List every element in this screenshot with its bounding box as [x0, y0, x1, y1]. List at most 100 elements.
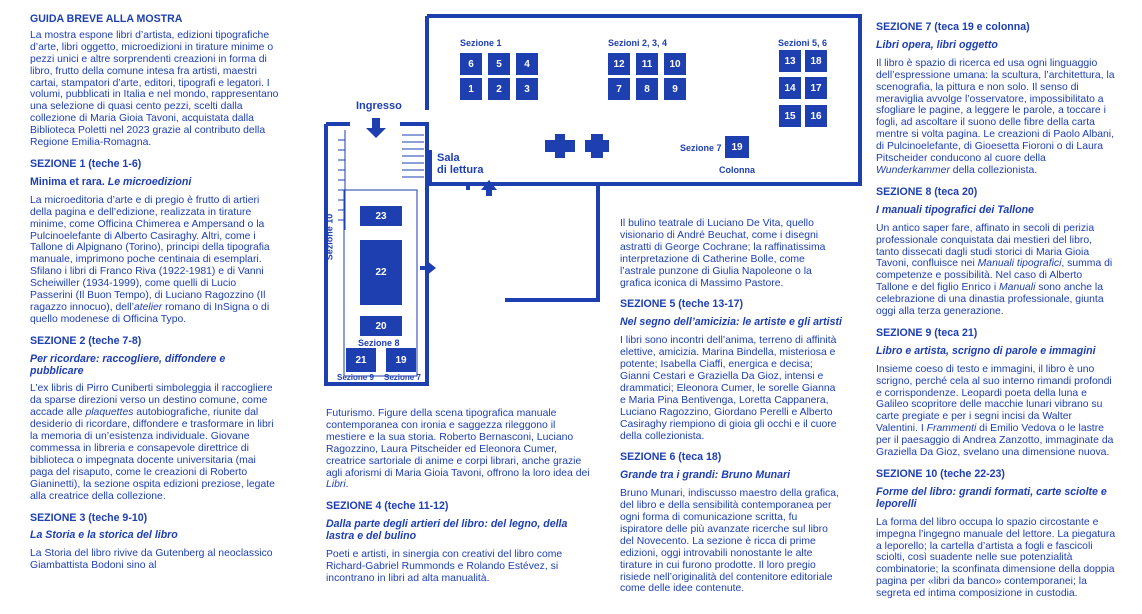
case-13: 13 — [779, 50, 801, 72]
section-7-text: Il libro è spazio di ricerca ed usa ogni… — [876, 58, 1116, 177]
section-10-text: La forma del libro occupa lo spazio circ… — [876, 516, 1116, 600]
section-2-text-a: L’ex libris di Pirro Cuniberti simbolegg… — [30, 383, 273, 419]
section-1-sub-a: Minima et rara. — [30, 175, 105, 188]
case-3: 3 — [516, 78, 538, 100]
section-9-head: SEZIONE 9 (teca 21) — [876, 326, 978, 339]
case-14: 14 — [779, 77, 801, 99]
section-10-sub: Forme del libro: grandi formati, carte s… — [876, 485, 1107, 510]
case-19: 19 — [386, 348, 416, 372]
section-1-text-a: La microeditoria d’arte e di pregio è fr… — [30, 194, 270, 313]
case-19-colonna: 19 — [725, 136, 749, 158]
map-label-sala: Sala — [437, 152, 460, 164]
section-8-text-c: sono anche la celebrazione di una dinast… — [876, 282, 1104, 318]
section-8-text: Un antico saper fare, affinato in secoli… — [876, 223, 1116, 318]
arrow-sala — [481, 180, 497, 196]
section-5-text: I libri sono incontri dell’anima, terren… — [620, 335, 837, 442]
section-6-head: SEZIONE 6 (teca 18) — [620, 451, 722, 464]
plus-shape-1 — [545, 134, 575, 158]
column-1: GUIDA BREVE ALLA MOSTRA La mostra espone… — [30, 13, 280, 578]
section-1-atelier: atelier — [133, 301, 163, 313]
column-2: Futurismo. Figure della scena tipografic… — [326, 408, 594, 591]
section-9-frammenti: Frammenti — [926, 423, 977, 435]
section-1-head: SEZIONE 1 (teche 1-6) — [30, 157, 142, 170]
section-4-text: Poeti e artisti, in sinergia con creativ… — [326, 549, 563, 584]
case-7: 7 — [608, 78, 630, 100]
case-2: 2 — [488, 78, 510, 100]
case-20: 20 — [360, 316, 402, 336]
case-9: 9 — [664, 78, 686, 100]
arrow-ingresso — [366, 118, 386, 138]
section-3-sub: La Storia e la storica del libro — [30, 529, 178, 542]
map-label-sezioni-234: Sezioni 2, 3, 4 — [608, 38, 668, 48]
section-3-text: La Storia del libro rivive da Gutenberg … — [30, 548, 273, 572]
section-9-text: Insieme coeso di testo e immagini, il li… — [876, 364, 1116, 459]
section-3: SEZIONE 3 (teche 9-10) La Storia e la st… — [30, 511, 280, 573]
section-10-head: SEZIONE 10 (teche 22-23) — [876, 468, 1005, 480]
section-7-wunderkammer: Wunderkammer — [876, 164, 950, 176]
section-3-cont-b: . — [345, 479, 349, 491]
map-label-sezione-7: Sezione 7 — [680, 143, 722, 153]
section-6-sub: Grande tra i grandi: Bruno Munari — [620, 469, 791, 482]
section-8-head: SEZIONE 8 (teca 20) — [876, 185, 978, 198]
section-9-text-b: di Emilio Vedova o le lastre per il paes… — [876, 423, 1114, 459]
column-4: SEZIONE 7 (teca 19 e colonna) Libri oper… — [876, 21, 1116, 606]
case-1: 1 — [460, 78, 482, 100]
section-7-text-a: Il libro è spazio di ricerca ed usa ogni… — [876, 57, 1115, 165]
section-2-plaquettes: plaquettes — [85, 407, 134, 419]
section-1-text: La microeditoria d’arte e di pregio è fr… — [30, 195, 280, 326]
section-7: SEZIONE 7 (teca 19 e colonna) Libri oper… — [876, 21, 1116, 177]
section-7-text-b: della collezionista. — [949, 164, 1038, 176]
section-9-text-a: Insieme coeso di testo e immagini, il li… — [876, 363, 1112, 435]
section-8-text-b: , summa di competenze e possibilità. Nel… — [876, 258, 1113, 294]
section-4: SEZIONE 4 (teche 11-12) Dalla parte degl… — [326, 500, 594, 584]
plan-wall-lower — [466, 184, 600, 302]
map-label-ingresso: Ingresso — [356, 100, 402, 112]
section-8-text-a: Un antico saper fare, affinato in secoli… — [876, 222, 1095, 270]
case-4: 4 — [516, 53, 538, 75]
section-4-continued: Il bulino teatrale di Luciano De Vita, q… — [620, 218, 826, 289]
section-9: SEZIONE 9 (teca 21) Libro e artista, scr… — [876, 326, 1116, 459]
case-21: 21 — [346, 348, 376, 372]
section-1-sub-b: Le microedizioni — [107, 175, 192, 188]
arrow-right — [420, 260, 436, 276]
case-5: 5 — [488, 53, 510, 75]
section-2: SEZIONE 2 (teche 7-8) Per ricordare: rac… — [30, 334, 280, 503]
plan-stairs-left — [338, 130, 346, 230]
section-3-continued: Futurismo. Figure della scena tipografic… — [326, 408, 594, 491]
section-3-cont-a: Futurismo. Figure della scena tipografic… — [326, 408, 590, 479]
intro-title: GUIDA BREVE ALLA MOSTRA — [30, 13, 183, 25]
case-8: 8 — [636, 78, 658, 100]
case-18: 18 — [805, 50, 827, 72]
section-3-libri: Libri — [326, 479, 346, 491]
case-22: 22 — [360, 240, 402, 305]
map-label-sezione-1: Sezione 1 — [460, 38, 502, 48]
map-label-lettura: di lettura — [437, 164, 484, 176]
section-5-head: SEZIONE 5 (teche 13-17) — [620, 298, 744, 311]
section-4-sub: Dalla parte degli artieri del libro: del… — [326, 518, 568, 543]
map-label-sezione-10: Sezione 10 — [324, 213, 335, 261]
section-1-sub: Minima et rara. Le microedizioni — [30, 175, 280, 189]
plus-shape-2 — [585, 134, 609, 158]
section-2-text: L’ex libris di Pirro Cuniberti simbolegg… — [30, 383, 280, 502]
case-12: 12 — [608, 53, 630, 75]
section-9-sub: Libro e artista, scrigno di parole e imm… — [876, 344, 1096, 357]
section-6: SEZIONE 6 (teca 18) Grande tra i grandi:… — [620, 452, 842, 595]
case-23: 23 — [360, 206, 402, 226]
section-3-head: SEZIONE 3 (teche 9-10) — [30, 511, 148, 524]
section-8-manuali-tipografici: Manuali tipografici — [977, 258, 1062, 270]
map-label-sezione-9: Sezione 9 — [337, 373, 374, 382]
section-10: SEZIONE 10 (teche 22-23) Forme del libro… — [876, 468, 1116, 600]
case-17: 17 — [805, 77, 827, 99]
section-2-head: SEZIONE 2 (teche 7-8) — [30, 334, 142, 347]
map-label-sezioni-56: Sezioni 5, 6 — [778, 38, 828, 48]
intro-text: La mostra espone libri d’artista, edizio… — [30, 29, 279, 149]
case-6: 6 — [460, 53, 482, 75]
section-5: SEZIONE 5 (teche 13-17) Nel segno dell’a… — [620, 299, 842, 442]
case-15: 15 — [779, 105, 801, 127]
intro-section: GUIDA BREVE ALLA MOSTRA La mostra espone… — [30, 13, 280, 149]
section-6-text: Bruno Munari, indiscusso maestro della g… — [620, 488, 839, 595]
section-7-head: SEZIONE 7 (teca 19 e colonna) — [876, 21, 1030, 33]
map-label-sezione-8: Sezione 8 — [358, 338, 400, 348]
section-8: SEZIONE 8 (teca 20) I manuali tipografic… — [876, 185, 1116, 318]
case-16: 16 — [805, 105, 827, 127]
